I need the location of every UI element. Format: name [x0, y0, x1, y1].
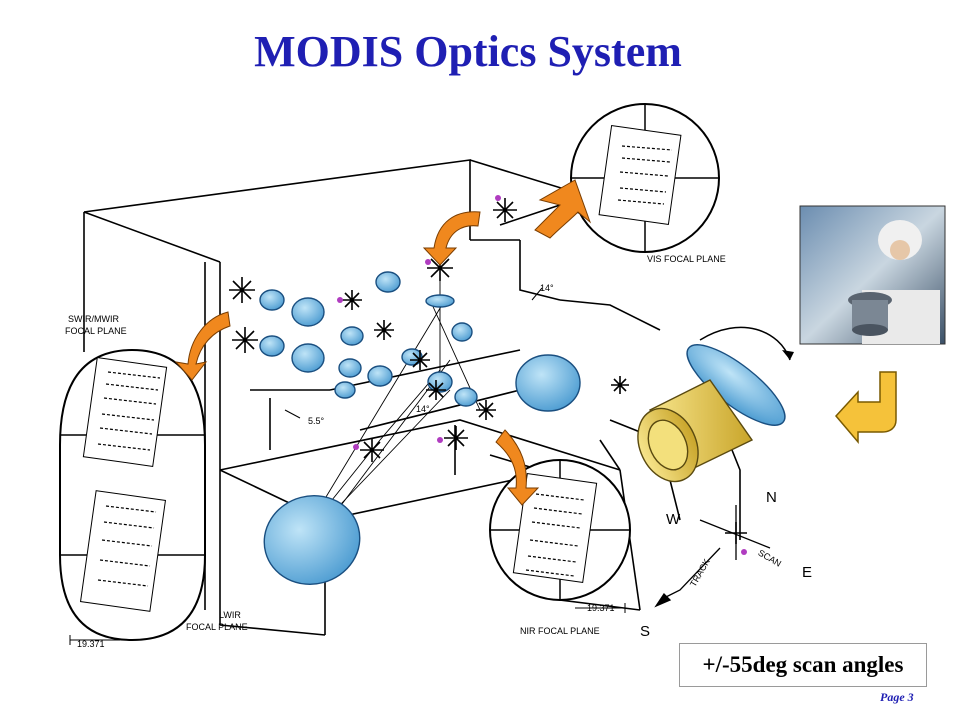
- optical-elements: [259, 271, 786, 585]
- housing-structure: [83, 159, 741, 636]
- direction-w: W: [666, 511, 681, 528]
- swir-mwir-focal-plane-circle: [59, 348, 206, 642]
- lwir-label-line2: FOCAL PLANE: [186, 622, 248, 632]
- primary-mirror: [263, 495, 361, 585]
- return-arrow-icon: [835, 371, 897, 445]
- direction-indicator: [654, 505, 771, 608]
- curved-arrow-icon: [174, 179, 592, 506]
- scan-motor: [637, 379, 754, 483]
- swir-label-line2: FOCAL PLANE: [65, 326, 127, 336]
- swir-label-line1: SWIR/MWIR: [68, 314, 119, 324]
- direction-s: S: [640, 623, 650, 640]
- angle-14-top: 14°: [540, 283, 554, 293]
- page-number: Page 3: [880, 690, 914, 704]
- photo-technician: [799, 205, 946, 345]
- scan-angles-callout: +/-55deg scan angles: [679, 643, 927, 687]
- direction-e: E: [802, 564, 812, 581]
- angle-14-mid: 14°: [416, 404, 430, 414]
- dimension-lines: [69, 287, 626, 645]
- vis-focal-plane-circle: [570, 103, 720, 253]
- track-label: TRACK: [688, 557, 712, 588]
- nir-focal-plane-circle: [489, 459, 631, 601]
- dim-left: 19.371: [77, 639, 105, 649]
- nir-focal-plane-label: NIR FOCAL PLANE: [520, 626, 600, 636]
- direction-n: N: [766, 489, 777, 506]
- fold-mirror: [515, 354, 581, 412]
- lwir-label-line1: LWIR: [219, 610, 241, 620]
- angle-5-5: 5.5°: [308, 416, 325, 426]
- scan-label: SCAN: [756, 548, 783, 569]
- plane-labels: VIS FOCAL PLANE SWIR/MWIR FOCAL PLANE LW…: [65, 254, 726, 649]
- purple-dots: [337, 195, 747, 555]
- vis-focal-plane-label: VIS FOCAL PLANE: [647, 254, 726, 264]
- page-title: MODIS Optics System: [254, 27, 682, 76]
